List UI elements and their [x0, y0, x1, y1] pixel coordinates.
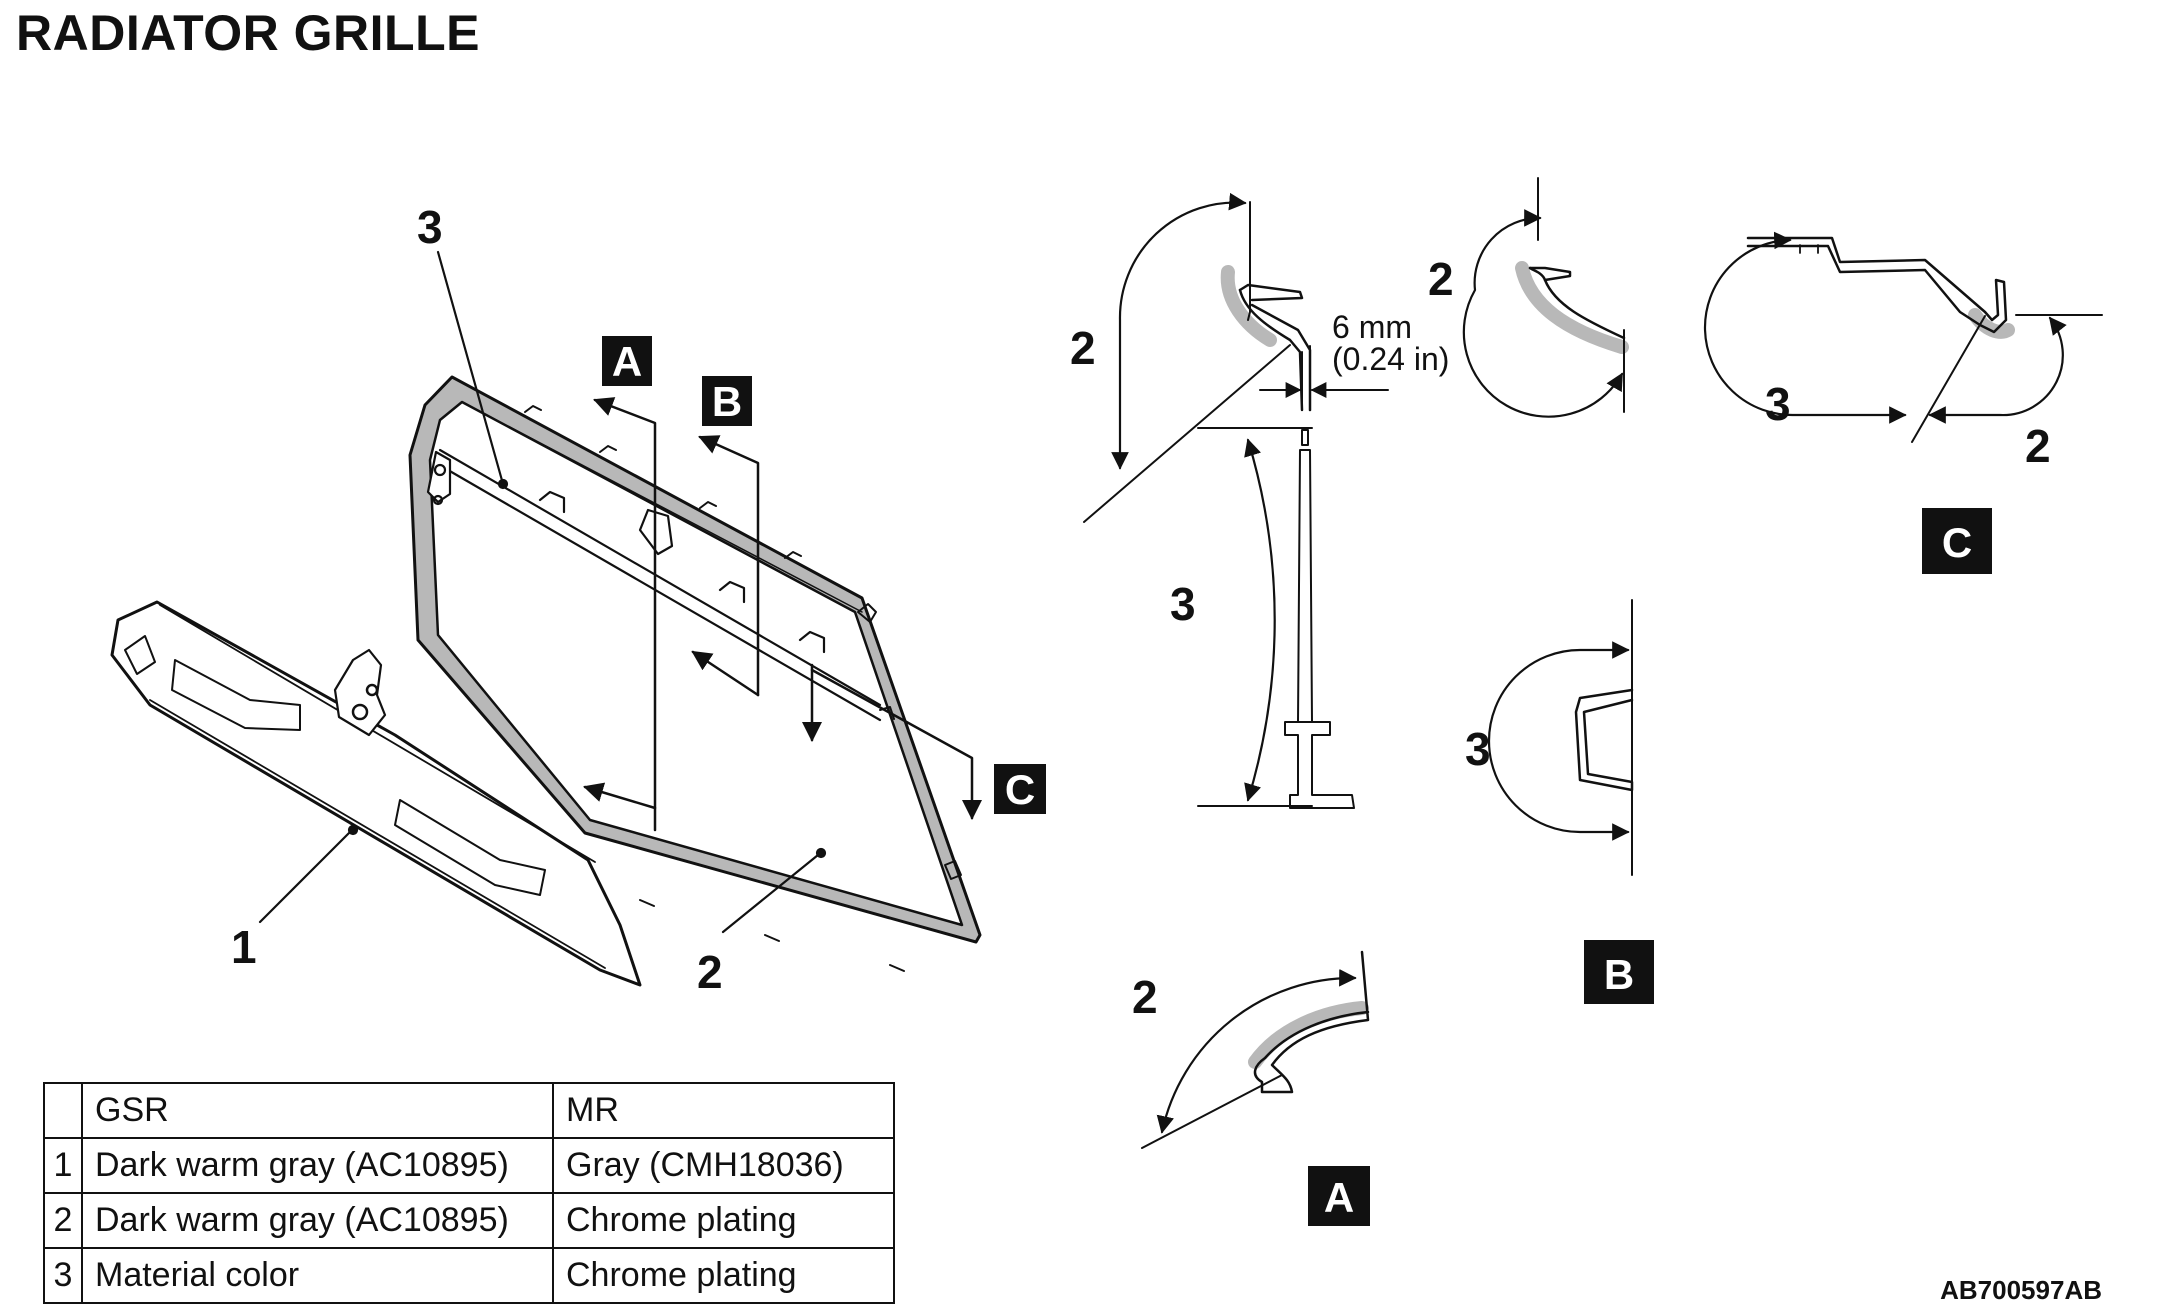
view-label-b: B [712, 378, 742, 425]
table-row: 1 Dark warm gray (AC10895) Gray (CMH1803… [43, 1137, 895, 1194]
main-leader-lines [258, 250, 827, 934]
detail-label-a: A [1324, 1174, 1354, 1221]
table-cell: Gray (CMH18036) [552, 1137, 895, 1194]
table-cell: Dark warm gray (AC10895) [81, 1137, 554, 1194]
section-b-top-profile [1462, 177, 1629, 418]
main-view-letter-boxes: A B C [602, 336, 1046, 814]
section-a-bottom-callout-2: 2 [1132, 971, 1158, 1023]
table-header [43, 1082, 83, 1139]
section-b-bottom-profile [1487, 599, 1634, 876]
main-view-arrows [583, 397, 982, 832]
section-a-labels: 2 3 6 mm (0.24 in) [1070, 309, 1449, 630]
section-a-profile [1083, 192, 1389, 523]
view-label-c: C [1005, 766, 1035, 813]
callout-3: 3 [417, 201, 443, 253]
detail-label-b: B [1604, 951, 1634, 998]
table-header: MR [552, 1082, 895, 1139]
table-cell: 3 [43, 1247, 83, 1304]
table-header: GSR [81, 1082, 554, 1139]
section-c-callout-3: 3 [1765, 378, 1791, 430]
section-c-profile [1703, 231, 2103, 443]
table-cell: Chrome plating [552, 1192, 895, 1249]
measurement-imperial: (0.24 in) [1332, 341, 1449, 377]
table-header-row: GSR MR [43, 1082, 895, 1139]
callout-2: 2 [697, 946, 723, 998]
table-row: 3 Material color Chrome plating [43, 1247, 895, 1304]
section-b-callout-2: 2 [1428, 253, 1454, 305]
color-table: GSR MR 1 Dark warm gray (AC10895) Gray (… [43, 1082, 895, 1304]
table-cell: 2 [43, 1192, 83, 1249]
table-cell: Chrome plating [552, 1247, 895, 1304]
table-cell: 1 [43, 1137, 83, 1194]
section-a-bottom-profile [1141, 950, 1370, 1149]
table-row: 2 Dark warm gray (AC10895) Chrome platin… [43, 1192, 895, 1249]
grille-bar-part-1 [110, 600, 642, 987]
main-callout-labels: 3 1 2 [231, 201, 723, 998]
section-c-callout-2: 2 [2025, 420, 2051, 472]
section-a-callout-3: 3 [1170, 578, 1196, 630]
table-cell: Material color [81, 1247, 554, 1304]
detail-label-c: C [1942, 519, 1972, 566]
section-b-callout-3: 3 [1465, 723, 1491, 775]
view-label-a: A [612, 338, 642, 385]
grille-support-part-3 [426, 448, 882, 722]
reference-code: AB700597AB [1940, 1275, 2102, 1305]
callout-1: 1 [231, 921, 257, 973]
section-a-callout-2: 2 [1070, 322, 1096, 374]
section-a-middle-profile [1197, 427, 1355, 809]
page-title: RADIATOR GRILLE [16, 5, 480, 61]
measurement-value: 6 mm [1332, 309, 1412, 345]
table-cell: Dark warm gray (AC10895) [81, 1192, 554, 1249]
